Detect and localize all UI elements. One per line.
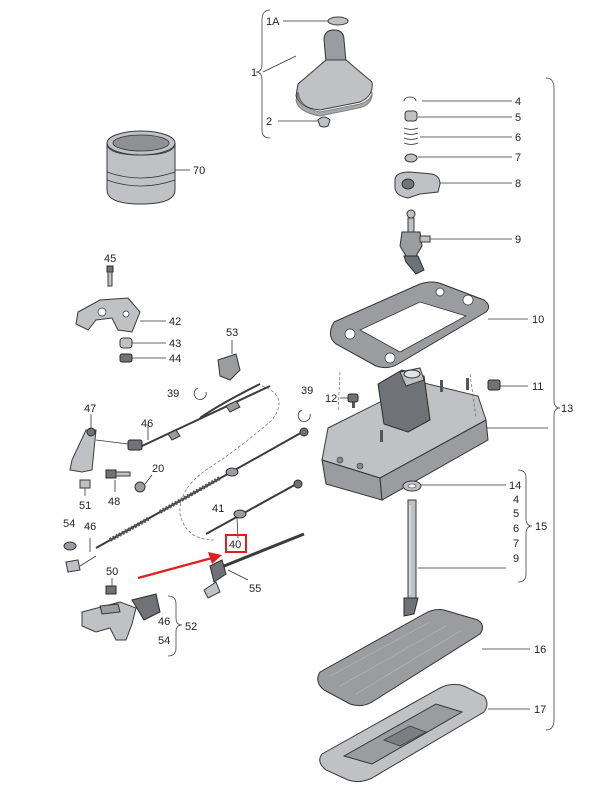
label-70: 70 [193, 165, 205, 177]
label-46a: 46 [141, 418, 153, 430]
part-50-nut [105, 578, 117, 595]
part-48-bolt [105, 469, 131, 492]
part-55-tie-strap [203, 532, 305, 599]
label-10: 10 [532, 314, 544, 326]
part-8-guide [394, 171, 512, 199]
cable-40 [205, 479, 303, 539]
label-7a: 7 [515, 152, 521, 164]
label-6b: 6 [513, 523, 519, 535]
part-43-bush [119, 337, 166, 349]
part-53-clip [217, 340, 241, 381]
label-44: 44 [169, 353, 181, 365]
part-16-sound-mat [317, 609, 530, 707]
part-17-base-plate [319, 683, 530, 783]
label-42: 42 [169, 316, 181, 328]
brace-15 [517, 469, 533, 583]
label-20: 20 [152, 463, 164, 475]
brace-13 [545, 77, 561, 731]
part-70-sleeve [106, 130, 190, 205]
part-9-lever [399, 209, 512, 275]
label-1: 1 [251, 67, 257, 79]
label-13: 13 [561, 403, 573, 415]
part-46-ball-socket-b [65, 538, 97, 573]
label-39a: 39 [167, 388, 179, 400]
housing [321, 367, 548, 501]
label-54a: 54 [63, 518, 75, 530]
label-9b: 9 [513, 553, 519, 565]
part-11-nut [487, 379, 528, 391]
part-6-spring [403, 127, 512, 145]
part-42-bracket [75, 297, 166, 333]
part-39a-clip [193, 387, 207, 400]
label-1A: 1A [266, 16, 280, 28]
brace-52 [167, 595, 183, 657]
part-1A-ring [283, 16, 349, 26]
part-10-gasket [330, 281, 528, 369]
part-1-gear-knob [262, 29, 373, 117]
label-52: 52 [185, 621, 197, 633]
label-55: 55 [249, 583, 261, 595]
cable-main [95, 427, 309, 549]
label-53: 53 [226, 327, 238, 339]
label-16: 16 [534, 644, 546, 656]
label-4a: 4 [515, 96, 521, 108]
part-52-selector [81, 593, 161, 641]
part-39b-clip [297, 409, 311, 422]
part-15-lever-assembly [403, 499, 506, 617]
highlight-arrow [137, 552, 222, 580]
label-45: 45 [104, 253, 116, 265]
part-5-bush [404, 110, 512, 122]
label-50: 50 [106, 566, 118, 578]
label-43: 43 [169, 338, 181, 350]
part-51-block [79, 479, 91, 496]
part-45-screw [106, 265, 114, 287]
cable-upper [141, 383, 271, 447]
brace-1 [255, 9, 271, 139]
label-9: 9 [515, 234, 521, 246]
label-5b: 5 [513, 508, 519, 520]
label-39b: 39 [301, 385, 313, 397]
part-47-lever [69, 414, 97, 473]
label-12: 12 [325, 393, 337, 405]
label-6a: 6 [515, 132, 521, 144]
label-48: 48 [108, 496, 120, 508]
part-4-circlip [403, 96, 512, 102]
label-2: 2 [266, 116, 272, 128]
label-46b: 46 [84, 521, 96, 533]
label-47: 47 [84, 403, 96, 415]
label-17: 17 [534, 704, 546, 716]
label-15: 15 [535, 521, 547, 533]
label-14: 14 [509, 480, 521, 492]
part-20-clip [134, 474, 153, 493]
part-12-nut [340, 393, 359, 403]
label-4b: 4 [513, 494, 519, 506]
label-8: 8 [515, 178, 521, 190]
label-54b: 54 [158, 635, 170, 647]
part-14-washer [402, 480, 506, 492]
label-51: 51 [79, 500, 91, 512]
label-40: 40 [229, 539, 241, 551]
highlight-box [225, 534, 247, 553]
part-54-washer-a [63, 541, 77, 551]
part-46-ball-socket-a [95, 424, 149, 451]
label-46c: 46 [158, 616, 170, 628]
part-7-washer [404, 153, 512, 163]
part-2-clip [278, 116, 331, 128]
part-44-nut [119, 353, 166, 363]
label-41: 41 [212, 503, 224, 515]
label-11: 11 [532, 381, 543, 393]
label-7b: 7 [513, 538, 519, 550]
label-5a: 5 [515, 112, 521, 124]
cable-loop [179, 385, 280, 541]
